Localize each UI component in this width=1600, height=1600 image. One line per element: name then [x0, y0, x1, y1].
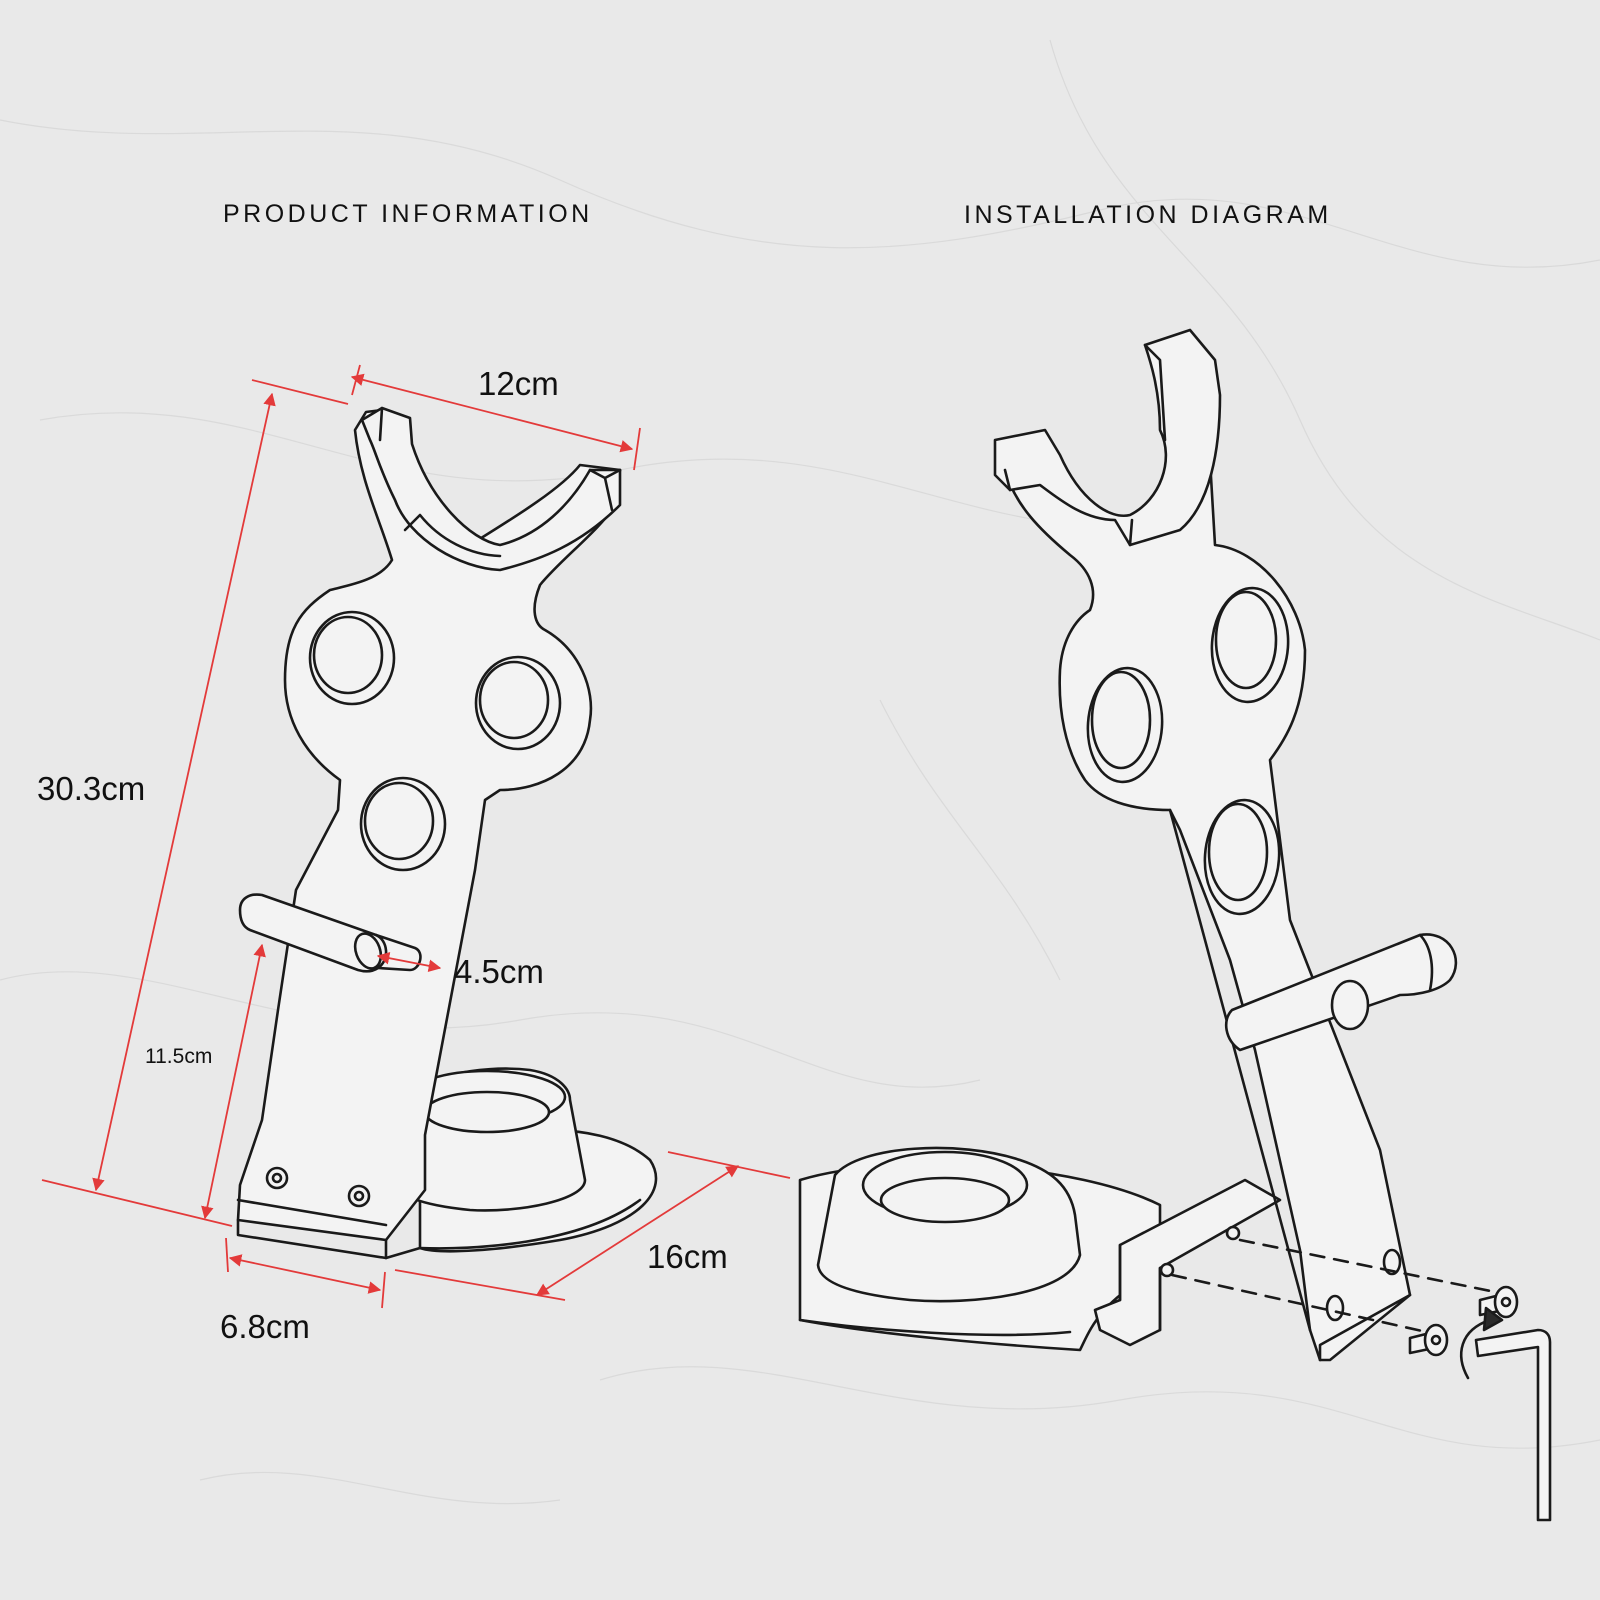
- right-hole-3: [1203, 798, 1281, 916]
- right-u-holder: [993, 328, 1222, 547]
- dim-label-width-top: 12cm: [478, 365, 559, 402]
- screw-guide-line-1: [1238, 1238, 1512, 1297]
- right-stand-drawing: [798, 328, 1552, 1522]
- hex-key-icon: [1474, 1328, 1552, 1522]
- left-u-holder: [360, 406, 622, 572]
- dim-label-base-depth: 16cm: [647, 1238, 728, 1275]
- dim-label-height-total: 30.3cm: [37, 770, 146, 807]
- heading-installation-diagram: INSTALLATION DIAGRAM: [964, 201, 1332, 229]
- right-hole-2: [1086, 666, 1164, 784]
- left-stand-drawing: [236, 406, 658, 1260]
- rotate-arrow-icon: [1460, 1318, 1492, 1380]
- right-hole-1: [1210, 586, 1290, 704]
- screw-2: [1408, 1323, 1449, 1357]
- dimension-lines: [41, 364, 791, 1309]
- dim-label-base-width: 6.8cm: [220, 1308, 310, 1345]
- screw-1: [1478, 1285, 1519, 1319]
- right-bracket: [1093, 1178, 1282, 1347]
- dim-label-peg-length: 4.5cm: [454, 953, 544, 990]
- screw-guide-line-2: [1170, 1273, 1442, 1337]
- dim-label-peg-height: 11.5cm: [145, 1045, 213, 1068]
- heading-product-information: PRODUCT INFORMATION: [223, 200, 593, 228]
